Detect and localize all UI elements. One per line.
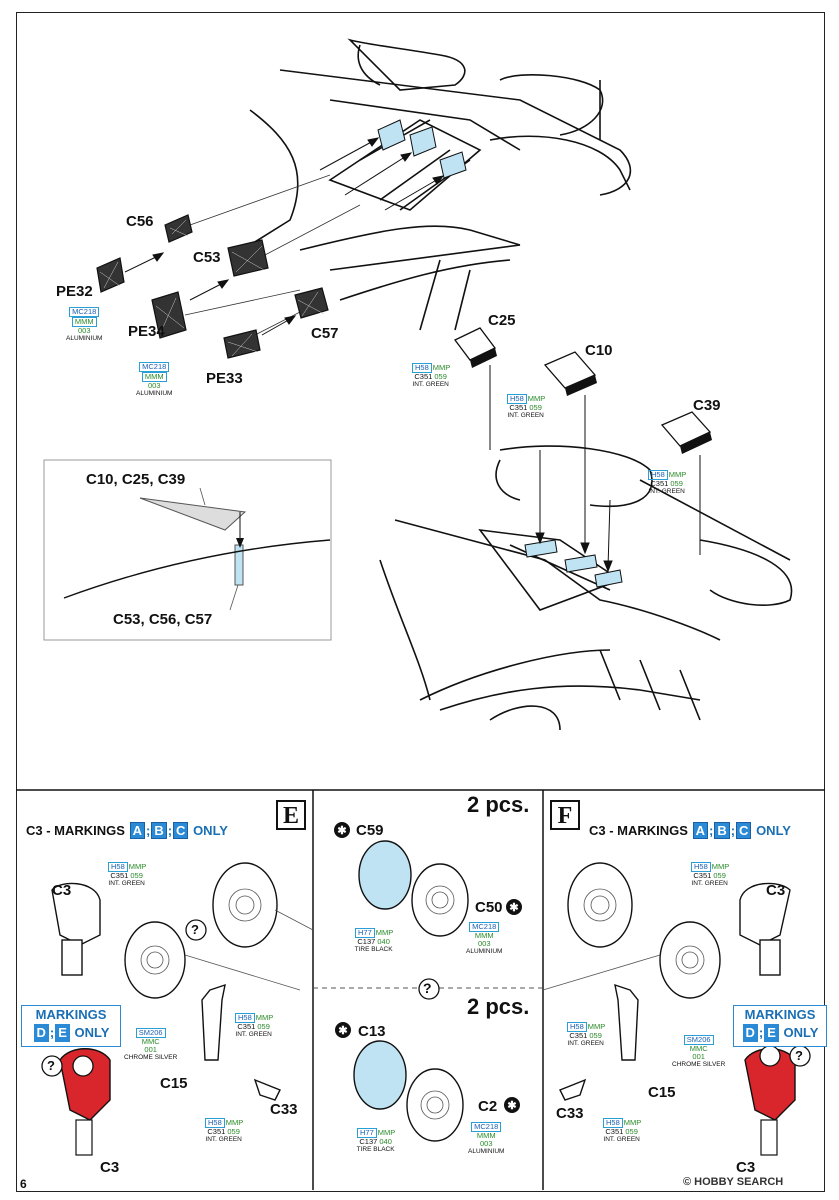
pcs-count-top: 2 pcs.: [467, 792, 530, 817]
f-label-c3-bottom: C3: [736, 1159, 756, 1176]
e-label-c15: C15: [160, 1075, 188, 1092]
step-letter-e: E: [276, 800, 306, 830]
e-markings-de-box: MARKINGS D;E ONLY: [21, 1005, 121, 1047]
question-mark-e-wheel: ?: [191, 922, 199, 937]
mid-paint-alu-1: MC218 MMM 003 ALUMINIUM: [466, 922, 503, 955]
e-paint-chrome: SM206 MMC 001 CHROME SILVER: [124, 1028, 178, 1061]
f-paint-chrome: SM206 MMC 001 CHROME SILVER: [672, 1035, 726, 1068]
inset-label-top: C10, C25, C39: [86, 471, 186, 488]
watermark: © HOBBY SEARCH: [683, 1176, 784, 1188]
mid-paint-alu-2: MC218 MMM 003 ALUMINIUM: [468, 1122, 505, 1155]
f-label-c3: C3: [766, 882, 786, 899]
section-e-markings-note: C3 - MARKINGS A;B;C ONLY: [26, 822, 228, 839]
question-mark-e-left: ?: [47, 1058, 55, 1073]
label-c2: C2: [478, 1098, 498, 1115]
label-c13: C13: [358, 1023, 386, 1040]
part-label-c53: C53: [193, 249, 221, 266]
paint-callout-aluminium-2: MC218 MMM 003 ALUMINIUM: [136, 362, 173, 397]
question-mark-center: ?: [423, 980, 432, 996]
label-c59: C59: [356, 822, 384, 839]
part-label-pe32: PE32: [56, 283, 93, 300]
e-label-c3-bottom: C3: [100, 1159, 120, 1176]
step-letter-f: F: [550, 800, 580, 830]
part-label-c56: C56: [126, 213, 154, 230]
question-mark-f-right: ?: [795, 1048, 803, 1063]
page-number: 6: [20, 1177, 27, 1191]
part-label-pe34: PE34: [128, 323, 165, 340]
f-label-c33: C33: [556, 1105, 584, 1122]
part-label-c10: C10: [585, 342, 613, 359]
e-label-c33: C33: [270, 1101, 298, 1118]
e-label-c3: C3: [52, 882, 72, 899]
paint-callout-aluminium-1: MC218 MMM 003 ALUMINIUM: [66, 307, 103, 342]
part-label-pe33: PE33: [206, 370, 243, 387]
inset-label-bottom: C53, C56, C57: [113, 611, 213, 628]
instruction-page: [16, 12, 825, 1192]
pcs-count-bottom: 2 pcs.: [467, 994, 530, 1019]
part-label-c25: C25: [488, 312, 516, 329]
part-label-c57: C57: [311, 325, 339, 342]
svg-text:✱: ✱: [337, 825, 346, 837]
f-markings-de-box: MARKINGS D;E ONLY: [733, 1005, 827, 1047]
section-f-markings-note: C3 - MARKINGS A;B;C ONLY: [589, 822, 791, 839]
svg-text:✱: ✱: [509, 902, 518, 914]
svg-text:✱: ✱: [338, 1025, 347, 1037]
label-c50: C50: [475, 899, 503, 916]
f-label-c15: C15: [648, 1084, 676, 1101]
part-label-c39: C39: [693, 397, 721, 414]
svg-text:✱: ✱: [507, 1100, 516, 1112]
